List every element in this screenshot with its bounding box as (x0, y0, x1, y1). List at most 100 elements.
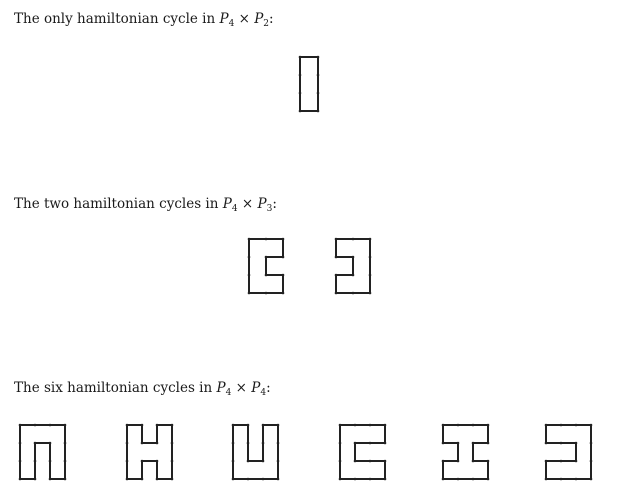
grid-vertex (298, 109, 302, 113)
grid-vertex (334, 273, 338, 277)
grid-vertex (261, 423, 265, 427)
grid-vertex (574, 477, 578, 481)
grid-vertex (298, 73, 302, 77)
grid-vertex (486, 441, 490, 445)
grid-vertex (276, 423, 280, 427)
grid-vertex (170, 477, 174, 481)
grid-vertex (559, 477, 563, 481)
grid-vertex (125, 423, 129, 427)
times-symbol: × (237, 196, 258, 212)
grid-vertex (353, 459, 357, 463)
cycle-path (232, 424, 279, 480)
grid-vertex (589, 459, 593, 463)
grid-vertex (368, 423, 372, 427)
grid-vertex (368, 291, 372, 295)
math-subscript: 4 (260, 388, 267, 398)
grid-vertex (261, 441, 265, 445)
grid-vertex (140, 441, 144, 445)
grid-vertex (316, 55, 320, 59)
grid-vertex (368, 441, 372, 445)
grid-vertex (264, 291, 268, 295)
grid-vertex (140, 459, 144, 463)
caption-colon: : (272, 196, 277, 212)
math-symbol: P (216, 380, 226, 396)
grid-vertex (544, 423, 548, 427)
grid-vertex (48, 423, 52, 427)
grid-vertex (246, 459, 250, 463)
grid-vertex (231, 423, 235, 427)
grid-vertex (334, 291, 338, 295)
hamiltonian-cycle-diagram (125, 423, 174, 481)
grid-vertex (574, 441, 578, 445)
grid-vertex (338, 477, 342, 481)
grid-vertex (368, 255, 372, 259)
grid-vertex (48, 477, 52, 481)
grid-vertex (316, 73, 320, 77)
grid-vertex (125, 477, 129, 481)
grid-vertex (125, 459, 129, 463)
grid-vertex (18, 477, 22, 481)
grid-vertex (125, 441, 129, 445)
grid-vertex (33, 423, 37, 427)
grid-vertex (471, 477, 475, 481)
grid-vertex (246, 441, 250, 445)
cycle-path (335, 238, 371, 294)
times-symbol: × (234, 11, 255, 27)
grid-vertex (589, 441, 593, 445)
math-symbol: P (254, 11, 264, 27)
hamiltonian-cycle-diagram (544, 423, 593, 481)
grid-vertex (140, 423, 144, 427)
cycle-path (19, 424, 66, 480)
grid-vertex (63, 477, 67, 481)
grid-vertex (456, 459, 460, 463)
math-subscript: 4 (231, 204, 238, 214)
grid-vertex (281, 237, 285, 241)
hamiltonian-cycle-diagram (247, 237, 285, 295)
grid-vertex (264, 273, 268, 277)
cycle-path (299, 56, 319, 112)
grid-vertex (298, 91, 302, 95)
grid-vertex (353, 441, 357, 445)
grid-vertex (559, 441, 563, 445)
grid-vertex (261, 459, 265, 463)
grid-vertex (544, 477, 548, 481)
cycle-path (545, 424, 592, 480)
caption-text: The only hamiltonian cycle in (14, 11, 220, 27)
grid-vertex (456, 441, 460, 445)
grid-vertex (264, 255, 268, 259)
grid-vertex (353, 477, 357, 481)
grid-vertex (316, 109, 320, 113)
grid-vertex (351, 255, 355, 259)
grid-vertex (231, 441, 235, 445)
hamiltonian-cycle-diagram (231, 423, 280, 481)
grid-vertex (486, 477, 490, 481)
grid-vertex (170, 459, 174, 463)
grid-vertex (334, 237, 338, 241)
math-symbol: P (251, 380, 261, 396)
grid-vertex (231, 459, 235, 463)
grid-vertex (246, 423, 250, 427)
cycle-path (248, 238, 284, 294)
grid-vertex (441, 423, 445, 427)
grid-vertex (383, 423, 387, 427)
grid-vertex (544, 459, 548, 463)
grid-vertex (170, 423, 174, 427)
caption-colon: : (269, 11, 274, 27)
grid-vertex (383, 459, 387, 463)
math-subscript: 4 (228, 19, 235, 29)
grid-vertex (155, 441, 159, 445)
grid-vertex (48, 441, 52, 445)
caption-colon: : (266, 380, 271, 396)
cycle-path (126, 424, 173, 480)
grid-vertex (247, 255, 251, 259)
grid-vertex (574, 423, 578, 427)
grid-vertex (559, 423, 563, 427)
grid-vertex (351, 237, 355, 241)
grid-vertex (471, 423, 475, 427)
grid-vertex (247, 237, 251, 241)
grid-vertex (316, 91, 320, 95)
hamiltonian-cycle-diagram (338, 423, 387, 481)
grid-vertex (338, 423, 342, 427)
grid-vertex (559, 459, 563, 463)
